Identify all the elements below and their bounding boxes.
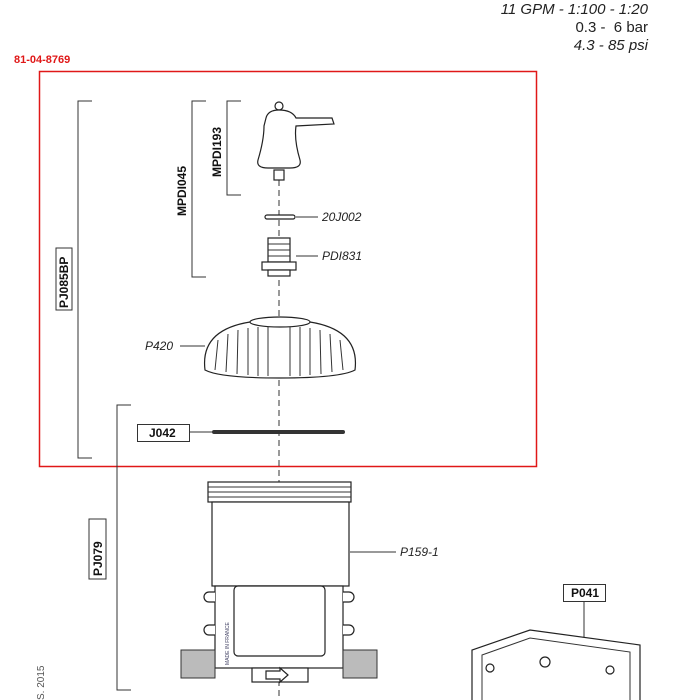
spec-pressure-bar: 0.3 - 6 bar [575, 19, 648, 36]
label-pj079: PJ079 [91, 541, 105, 576]
spec-flow: 11 GPM - 1:100 - 1:20 [500, 1, 648, 18]
label-mpdi045: MPDI045 [175, 166, 189, 216]
spec-pressure-psi: 4.3 - 85 psi [573, 37, 648, 54]
label-p420: P420 [145, 339, 173, 353]
bracket-pj085bp: PJ085BP [55, 100, 92, 459]
label-box-p041 [563, 584, 606, 602]
wall-bracket-part [471, 629, 641, 700]
label-pj085bp: PJ085BP [57, 257, 71, 308]
label-mpdi193: MPDI193 [210, 127, 224, 177]
bracket-mpdi045: MPDI045 [175, 100, 206, 278]
label-j042: J042 [149, 426, 176, 440]
bracket-pj079: PJ079 [88, 404, 131, 691]
label-20j002: 20J002 [321, 210, 362, 224]
bracket-mpdi193: MPDI193 [210, 100, 241, 196]
label-pdi831: PDI831 [322, 249, 362, 263]
copyright-fragment: S. 2015 [36, 665, 47, 700]
fitting-part [261, 237, 297, 277]
kit-reference: 81-04-8769 [14, 54, 71, 66]
pump-body-part: MADE IN FRANCE [180, 481, 378, 684]
body-marking: MADE IN FRANCE [225, 622, 231, 665]
injector-head-part [257, 101, 335, 181]
label-p041: P041 [571, 586, 599, 600]
label-box-j042 [137, 424, 190, 442]
label-p159-1: P159-1 [400, 545, 439, 559]
o-ring-small [264, 214, 296, 220]
kit-highlight-box [38, 70, 538, 468]
o-ring-large [212, 430, 345, 434]
cap-part [203, 316, 357, 379]
